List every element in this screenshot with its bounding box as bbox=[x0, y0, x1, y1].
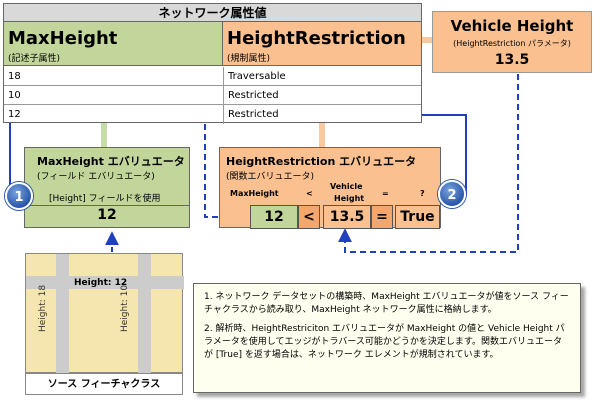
value-vehicle-height: 13.5 bbox=[323, 205, 371, 229]
note-step-2: 2. 解析時、HeightRestriciton エバリュエータが MaxHei… bbox=[204, 324, 565, 360]
maxheight-evaluator-value: 12 bbox=[97, 207, 117, 223]
label-question: ? bbox=[420, 189, 425, 198]
road-label-vertical-2: Height: 10 bbox=[120, 284, 130, 332]
vehicle-height-value: 13.5 bbox=[494, 52, 530, 68]
road-label-horizontal: Height: 12 bbox=[74, 278, 128, 288]
row-status: Traversable bbox=[228, 71, 286, 82]
value-equals: = bbox=[371, 205, 393, 229]
explanation-note: 1. ネットワーク データセットの構築時、MaxHeight エバリュエータが値… bbox=[193, 283, 581, 393]
step-badge-2: 2 bbox=[438, 180, 466, 208]
row-status: Restricted bbox=[228, 109, 279, 120]
vehicle-height-parameter: Vehicle Height (HeightRestriction パラメータ)… bbox=[432, 11, 592, 73]
label-height: Height bbox=[334, 194, 365, 203]
maxheight-column-sub: (記述子属性) bbox=[8, 54, 61, 64]
value-maxheight: 12 bbox=[250, 205, 298, 229]
step-badge-1: 1 bbox=[5, 182, 33, 210]
value-less-than: < bbox=[298, 205, 320, 229]
row-value: 10 bbox=[8, 90, 21, 101]
network-attribute-table: ネットワーク属性値 MaxHeight (記述子属性) HeightRestri… bbox=[3, 3, 422, 124]
hr-column-name: HeightRestriction bbox=[227, 28, 406, 49]
note-step-1: 1. ネットワーク データセットの構築時、MaxHeight エバリュエータが値… bbox=[204, 292, 569, 315]
heightrestriction-evaluator: HeightRestriction エバリュエータ (関数エバリュエータ) Ma… bbox=[219, 147, 441, 229]
heightrestriction-column-header: HeightRestriction (規制属性) bbox=[223, 22, 421, 66]
table-row: 18 Traversable bbox=[4, 67, 421, 86]
road-horizontal bbox=[26, 276, 184, 289]
maxheight-evaluator-desc: [Height] フィールドを使用 bbox=[49, 194, 161, 204]
table-row: 12 Restricted bbox=[4, 105, 421, 124]
road-vertical-2 bbox=[138, 254, 151, 374]
maxheight-evaluator-title: MaxHeight エバリュエータ bbox=[37, 155, 185, 168]
label-equals: = bbox=[382, 189, 389, 198]
source-feature-class-caption: ソース フィーチャクラス bbox=[25, 373, 183, 395]
road-label-vertical-1: Height: 18 bbox=[38, 284, 48, 332]
maxheight-column-name: MaxHeight bbox=[8, 28, 118, 49]
label-vehicle: Vehicle bbox=[330, 182, 363, 191]
table-title: ネットワーク属性値 bbox=[4, 4, 421, 22]
hr-evaluator-sub: (関数エバリュエータ) bbox=[226, 172, 315, 182]
label-maxheight: MaxHeight bbox=[230, 189, 279, 198]
hr-column-sub: (規制属性) bbox=[227, 54, 271, 64]
road-vertical-1 bbox=[56, 254, 69, 374]
row-status: Restricted bbox=[228, 90, 279, 101]
arrow-vehicle-to-value bbox=[338, 74, 519, 253]
hr-evaluator-title: HeightRestriction エバリュエータ bbox=[226, 155, 417, 168]
label-less-than: < bbox=[306, 189, 313, 198]
row-value: 12 bbox=[8, 109, 21, 120]
vehicle-height-sub: (HeightRestriction パラメータ) bbox=[453, 39, 571, 48]
vehicle-height-title: Vehicle Height bbox=[450, 17, 574, 35]
maxheight-evaluator-sub: (フィールド エバリュエータ) bbox=[37, 172, 155, 182]
row-value: 18 bbox=[8, 71, 21, 82]
maxheight-evaluator: MaxHeight エバリュエータ (フィールド エバリュエータ) [Heigh… bbox=[24, 147, 190, 228]
source-feature-class-map: Height: 12 Height: 18 Height: 10 bbox=[25, 253, 184, 374]
maxheight-column-header: MaxHeight (記述子属性) bbox=[4, 22, 223, 66]
table-row: 10 Restricted bbox=[4, 86, 421, 105]
value-result: True bbox=[395, 205, 440, 229]
